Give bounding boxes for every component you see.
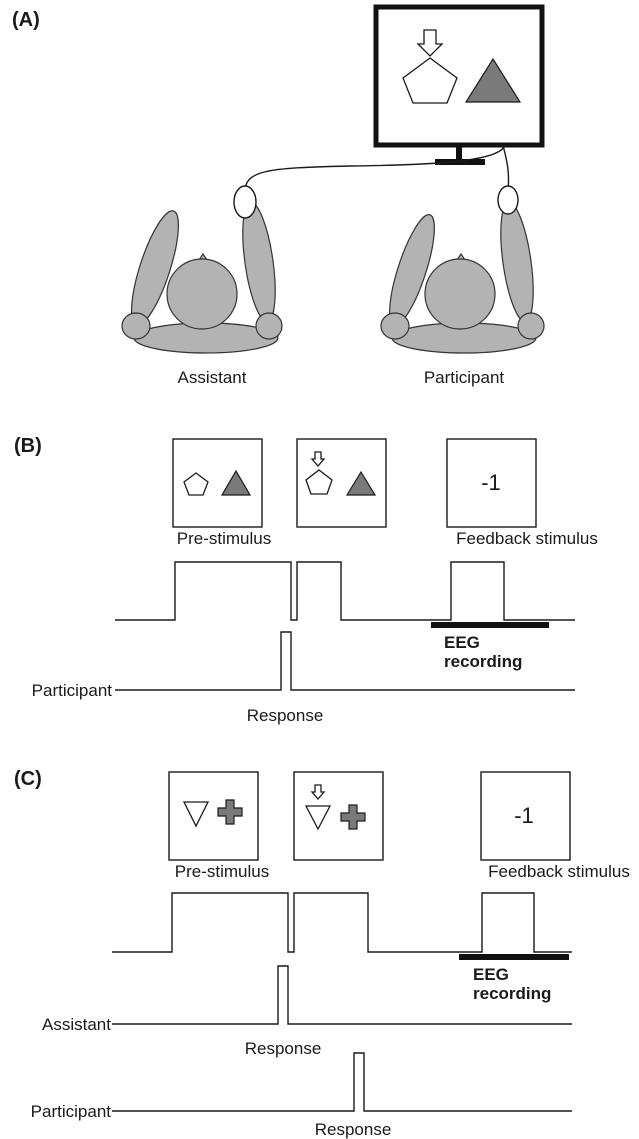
c-participant-trace	[112, 1052, 572, 1112]
b-feedback-box	[446, 438, 537, 528]
assistant-label: Assistant	[178, 368, 247, 387]
monitor-stand	[456, 146, 462, 160]
triangle-icon	[220, 469, 252, 496]
c-assistant-trace	[112, 965, 572, 1025]
b-stimulus-trace	[115, 561, 575, 621]
inverted-triangle-icon	[182, 801, 210, 828]
arrow-down-icon	[310, 451, 326, 467]
b-response-label: Response	[247, 706, 324, 725]
c-eeg-label-line1: EEG	[473, 965, 509, 984]
b-eeg-label-line1: EEG	[444, 633, 480, 652]
panel-b-label: (B)	[14, 435, 42, 457]
b-eeg-label-line2: recording	[444, 652, 522, 671]
c-assistant-response-label: Response	[245, 1039, 322, 1058]
b-feedback-value: -1	[481, 470, 501, 495]
assistant-cable	[244, 144, 506, 196]
arrow-down-icon	[310, 784, 326, 800]
pentagon-icon	[402, 57, 458, 104]
c-eeg-label-line2: recording	[473, 984, 551, 1003]
panel-a-label: (A)	[12, 9, 40, 31]
c-cue-stimulus-box	[293, 771, 384, 861]
assistant-response-button	[233, 185, 257, 219]
pentagon-icon	[183, 472, 209, 496]
b-participant-row-label: Participant	[32, 681, 113, 700]
c-assistant-row-label: Assistant	[42, 1015, 111, 1034]
assistant-left-hand	[121, 312, 151, 340]
participant-right-hand	[517, 312, 545, 340]
participant-head	[424, 258, 496, 330]
b-pre-stimulus-label: Pre-stimulus	[177, 529, 271, 548]
participant-response-button	[497, 185, 519, 215]
c-pre-stimulus-label: Pre-stimulus	[175, 862, 269, 881]
monitor-screen	[373, 4, 545, 148]
assistant-right-hand	[255, 312, 283, 340]
participant-figure	[380, 185, 545, 354]
c-feedback-label: Feedback stimulus	[488, 862, 630, 881]
c-pre-stimulus-box	[168, 771, 259, 861]
c-feedback-box	[480, 771, 571, 861]
c-eeg-bar	[459, 954, 569, 960]
b-feedback-label: Feedback stimulus	[456, 529, 598, 548]
participant-right-arm	[500, 201, 534, 323]
panel-c-label: (C)	[14, 768, 42, 790]
cross-icon	[340, 804, 366, 830]
assistant-figure	[121, 185, 283, 354]
assistant-head	[166, 258, 238, 330]
triangle-icon	[464, 57, 522, 103]
assistant-right-arm	[242, 201, 276, 323]
participant-label: Participant	[424, 368, 505, 387]
triangle-icon	[345, 470, 377, 496]
c-feedback-value: -1	[514, 803, 534, 828]
cross-icon	[217, 799, 243, 825]
participant-left-hand	[380, 312, 410, 340]
b-participant-trace	[115, 631, 575, 691]
monitor	[373, 4, 545, 165]
monitor-base	[435, 159, 485, 165]
c-participant-row-label: Participant	[31, 1102, 112, 1121]
pentagon-icon	[305, 469, 333, 495]
inverted-triangle-icon	[304, 805, 332, 831]
arrow-down-icon	[416, 29, 444, 57]
c-stimulus-trace	[112, 892, 572, 953]
b-eeg-bar	[431, 622, 549, 628]
c-participant-response-label: Response	[315, 1120, 392, 1139]
participant-cable	[502, 144, 510, 191]
